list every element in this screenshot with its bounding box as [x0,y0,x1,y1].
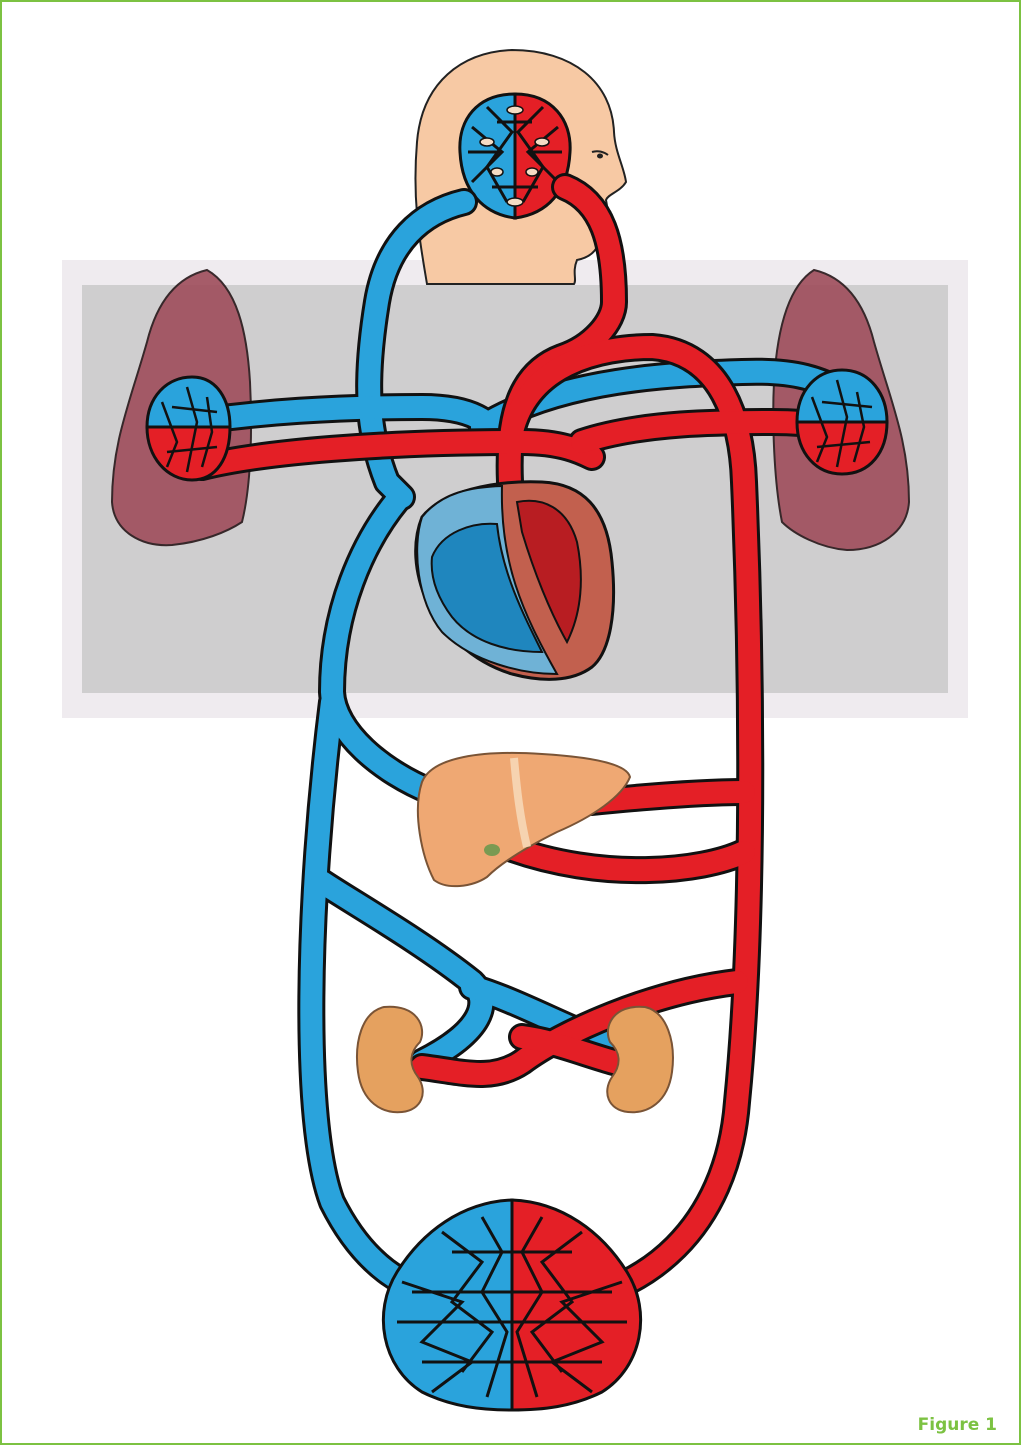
left-lung-capillary-bed [147,377,230,480]
right-lung-capillary-bed [797,370,887,474]
lower-body-capillary-bed [383,1200,640,1410]
figure-caption: Figure 1 [918,1415,997,1435]
